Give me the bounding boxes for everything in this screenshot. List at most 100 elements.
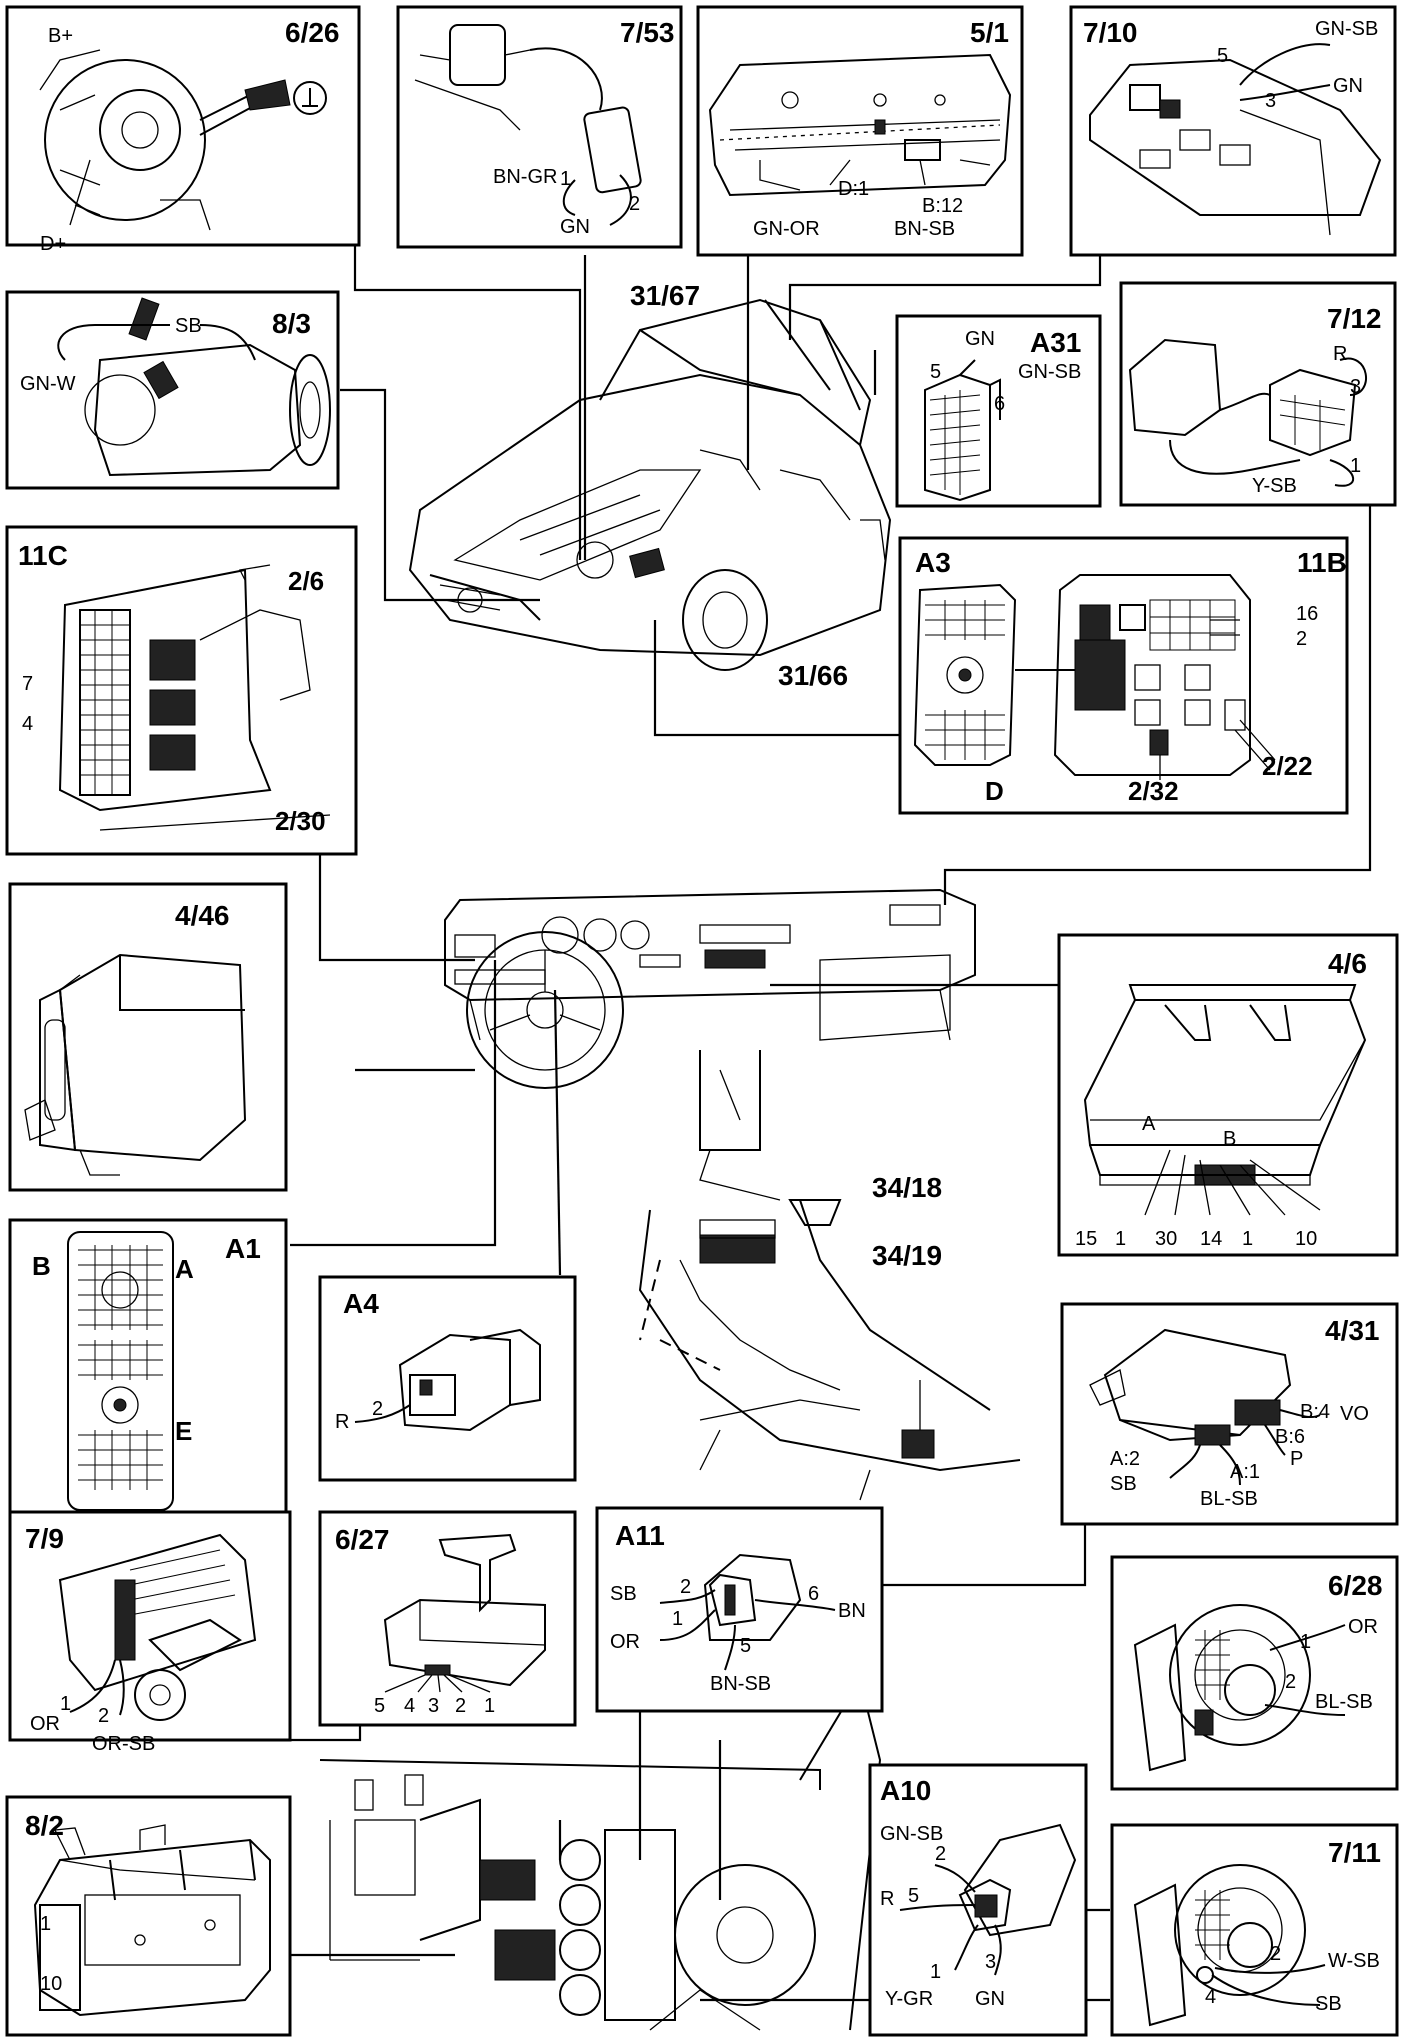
label: OR bbox=[610, 1631, 640, 1653]
panel-11B: 11B A3 D 16 2 2/22 2/32 bbox=[898, 536, 1349, 815]
label: BN-SB bbox=[710, 1673, 771, 1695]
motor-711-illustration bbox=[1133, 1864, 1326, 2027]
label: SB bbox=[175, 315, 202, 337]
label: B bbox=[1223, 1128, 1236, 1150]
ref-label-34-19: 34/19 bbox=[872, 1240, 942, 1271]
label: A bbox=[1142, 1113, 1156, 1135]
panel-title: A31 bbox=[1030, 327, 1081, 358]
sensor-illustration bbox=[414, 24, 642, 226]
label: 2 bbox=[629, 193, 640, 215]
label: GN-W bbox=[20, 373, 76, 395]
panel-title: 4/46 bbox=[175, 900, 230, 931]
label: BN-SB bbox=[894, 218, 955, 240]
panel-A11: A11 SB 2 1 OR 6 BN 5 BN-SB bbox=[595, 1506, 884, 1713]
panel-A4: A4 R 2 bbox=[318, 1275, 577, 1482]
label: 4 bbox=[1205, 1986, 1216, 2008]
label: Y-GR bbox=[885, 1988, 933, 2010]
panel-6-26: 6/26 B+ D+ bbox=[5, 5, 361, 255]
label: 1 bbox=[1350, 455, 1361, 477]
label: GN bbox=[1333, 75, 1363, 97]
label: 10 bbox=[1295, 1228, 1317, 1250]
label: BL-SB bbox=[1200, 1488, 1258, 1510]
underdash-illustration bbox=[319, 1677, 882, 2031]
label: OR bbox=[1348, 1616, 1378, 1638]
label: 6 bbox=[994, 393, 1005, 415]
label: SB bbox=[610, 1583, 637, 1605]
label: Y-SB bbox=[1252, 475, 1297, 497]
label: 2 bbox=[455, 1695, 466, 1717]
label: GN bbox=[975, 1988, 1005, 2010]
label: B+ bbox=[48, 25, 73, 47]
label: 1 bbox=[40, 1913, 51, 1935]
switch-illustration bbox=[1128, 338, 1367, 487]
panel-A10: A10 GN-SB 2 R 5 1 3 Y-GR GN bbox=[868, 1763, 1088, 2037]
panel-title: A1 bbox=[225, 1233, 261, 1264]
panel-8-2: 8/2 1 10 bbox=[5, 1795, 292, 2037]
alternator-illustration bbox=[39, 49, 327, 231]
panel-title: 4/6 bbox=[1328, 948, 1367, 979]
label: 4 bbox=[404, 1695, 415, 1717]
label: 1 bbox=[930, 1961, 941, 1983]
panel-7-11: 7/11 2 W-SB 4 SB bbox=[1110, 1823, 1399, 2037]
panel-4-31: 4/31 B:4 VO B:6 P A:2 SB A:1 BL-SB bbox=[1060, 1302, 1399, 1526]
label: 6 bbox=[808, 1583, 819, 1605]
label: BN-GR bbox=[493, 166, 557, 188]
panel-7-53: 7/53 BN-GR 1 2 GN bbox=[396, 5, 683, 249]
actuator-illustration bbox=[383, 1533, 546, 1693]
connector-a4-illustration bbox=[354, 1328, 541, 1432]
panel-11C: 11C 2/6 7 4 2/30 bbox=[5, 525, 358, 856]
connector-a11-illustration bbox=[659, 1553, 836, 1671]
label: SB bbox=[1110, 1473, 1137, 1495]
label: 2/32 bbox=[1128, 776, 1179, 806]
panel-title: 8/3 bbox=[272, 308, 311, 339]
label: GN-SB bbox=[1018, 361, 1081, 383]
label: 1 bbox=[1242, 1228, 1253, 1250]
label: OR-SB bbox=[92, 1733, 155, 1755]
connector-illustration bbox=[924, 359, 1001, 502]
heater-unit-illustration bbox=[33, 1824, 271, 2017]
label: 15 bbox=[1075, 1228, 1097, 1250]
control-module-illustration bbox=[24, 953, 247, 1176]
fuse-box-illustration bbox=[58, 564, 331, 831]
label: SB bbox=[1315, 1993, 1342, 2015]
panel-7-12: 7/12 R 3 1 Y-SB bbox=[1119, 281, 1397, 507]
panel-8-3: 8/3 SB GN-W bbox=[5, 290, 340, 490]
panel-title: 7/12 bbox=[1327, 303, 1382, 334]
panel-4-6: 4/6 A B 15 1 30 14 1 10 bbox=[1057, 933, 1399, 1257]
panel-title: A4 bbox=[343, 1288, 379, 1319]
panel-title: 7/11 bbox=[1328, 1837, 1381, 1868]
motor-illustration bbox=[1133, 1604, 1346, 1772]
blower-illustration bbox=[58, 1533, 257, 1721]
label: 2 bbox=[1296, 628, 1307, 650]
panel-title: A11 bbox=[615, 1520, 665, 1551]
label: 2/6 bbox=[288, 566, 324, 596]
panel-5-1: 5/1 D:1 B:12 GN-OR BN-SB bbox=[696, 5, 1024, 257]
ac-compressor-illustration bbox=[57, 297, 331, 477]
panel-title: 11B bbox=[1297, 547, 1347, 578]
label: 2/22 bbox=[1262, 751, 1313, 781]
label: R bbox=[880, 1888, 894, 1910]
label: R bbox=[335, 1411, 349, 1433]
panel-4-46: 4/46 bbox=[8, 882, 288, 1192]
label: GN bbox=[560, 216, 590, 238]
label: 2 bbox=[680, 1576, 691, 1598]
ref-label-31-67: 31/67 bbox=[630, 280, 700, 311]
label: 7 bbox=[22, 673, 33, 695]
label: 5 bbox=[1217, 45, 1228, 67]
panel-6-27: 6/27 5 4 3 2 1 bbox=[318, 1510, 577, 1727]
label: 2/30 bbox=[275, 806, 326, 836]
label: D+ bbox=[40, 233, 66, 255]
panel-7-10: 7/10 5 GN-SB GN 3 bbox=[1069, 5, 1397, 257]
panel-title: 7/53 bbox=[620, 17, 675, 48]
label: B bbox=[32, 1251, 51, 1281]
label: 10 bbox=[40, 1973, 62, 1995]
label: 1 bbox=[560, 168, 571, 190]
label: 2 bbox=[1285, 1671, 1296, 1693]
label: 3 bbox=[985, 1951, 996, 1973]
label: 5 bbox=[374, 1695, 385, 1717]
panel-6-28: 6/28 1 OR 2 BL-SB bbox=[1110, 1555, 1399, 1791]
label: 4 bbox=[22, 713, 33, 735]
label: 14 bbox=[1200, 1228, 1222, 1250]
label: D bbox=[985, 776, 1004, 806]
climate-unit-illustration bbox=[1083, 984, 1367, 1216]
